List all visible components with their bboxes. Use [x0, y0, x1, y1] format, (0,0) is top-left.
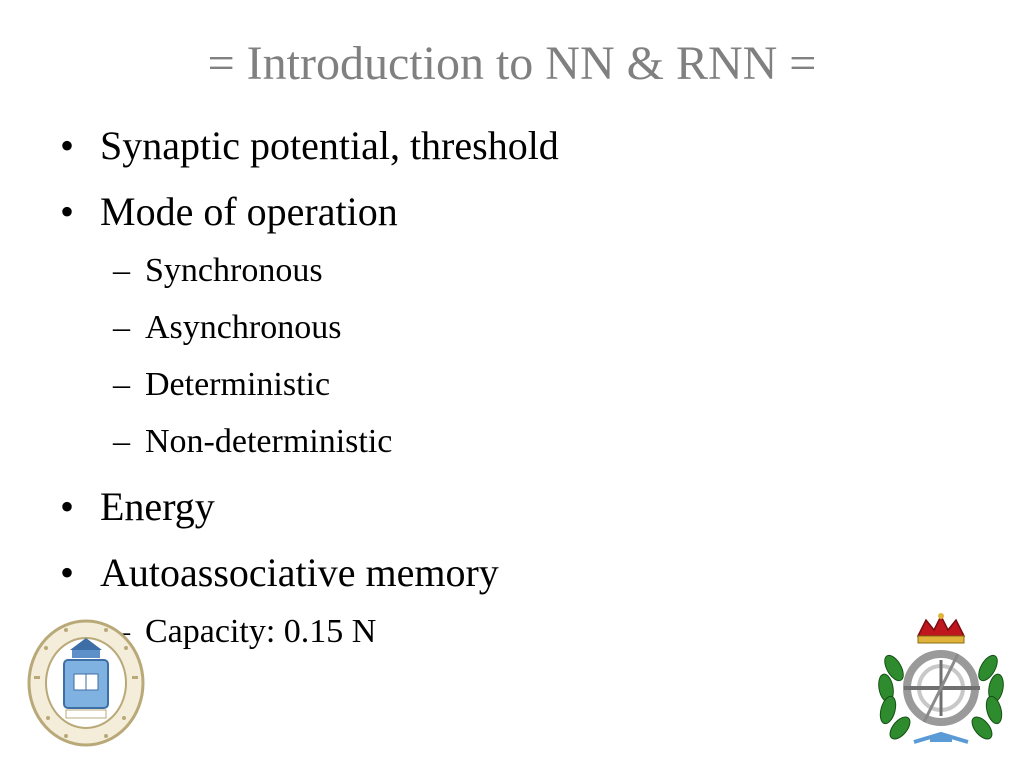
- sub-bullet-item: –Synchronous: [113, 251, 323, 291]
- sub-bullet-item: –Deterministic: [113, 365, 330, 405]
- sub-bullet-text: Non-deterministic: [145, 423, 393, 460]
- slide-title: = Introduction to NN & RNN =: [207, 37, 817, 90]
- sub-bullet-text: Deterministic: [145, 366, 331, 403]
- sub-bullet-text: Asynchronous: [145, 309, 342, 346]
- sub-bullet-text: Capacity: 0.15 N: [145, 613, 377, 650]
- bullet-item: • Energy: [60, 483, 215, 531]
- bullet-item: • Synaptic potential, threshold: [60, 122, 559, 170]
- sub-bullet-item: –Capacity: 0.15 N: [113, 612, 376, 652]
- sub-bullet-item: –Non-deterministic: [113, 422, 392, 462]
- bullet-marker: •: [60, 550, 75, 595]
- dash-marker: –: [113, 366, 130, 403]
- dash-marker: –: [113, 252, 130, 289]
- bullet-marker: •: [60, 484, 75, 529]
- bullet-item: • Mode of operation: [60, 188, 398, 236]
- upm-university-seal-icon: [27, 619, 145, 747]
- dash-marker: –: [113, 309, 130, 346]
- sub-bullet-item: –Asynchronous: [113, 308, 341, 348]
- bullet-marker: •: [60, 189, 75, 234]
- bullet-text: Autoassociative memory: [100, 550, 499, 595]
- bullet-text: Synaptic potential, threshold: [100, 123, 559, 168]
- bullet-text: Energy: [100, 484, 215, 529]
- bullet-text: Mode of operation: [100, 189, 398, 234]
- sub-bullet-text: Synchronous: [145, 252, 323, 289]
- dash-marker: –: [113, 423, 130, 460]
- bullet-item: • Autoassociative memory: [60, 549, 499, 597]
- faculty-crest-icon: [878, 613, 1004, 744]
- bullet-marker: •: [60, 123, 75, 168]
